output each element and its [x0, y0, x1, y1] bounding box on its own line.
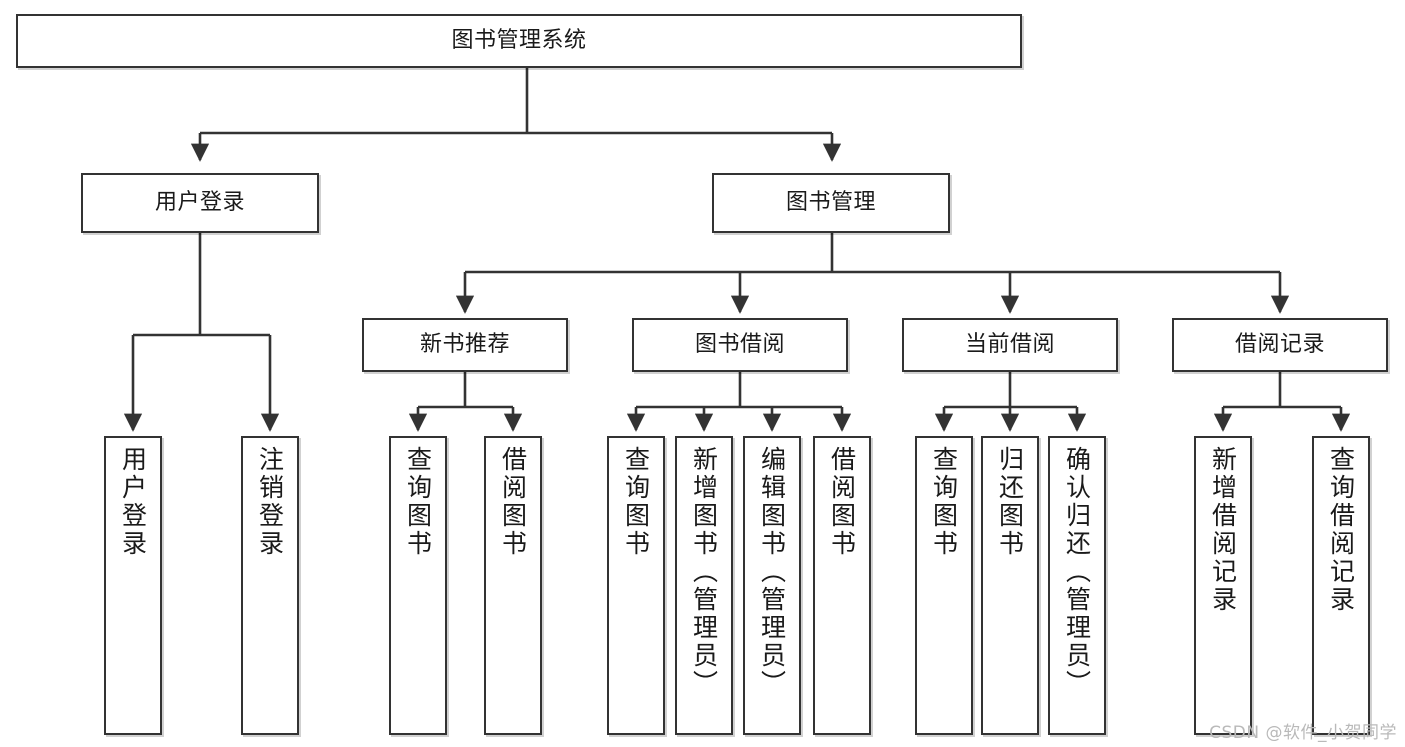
node-label: 借阅记录 [1234, 332, 1325, 358]
node-label: 查询图书 [621, 446, 651, 558]
leaf-current-return-book[interactable]: 归还图书 [981, 436, 1039, 735]
leaf-current-confirm-return[interactable]: 确认归还（管理员） [1048, 436, 1106, 735]
node-label: 借阅图书 [498, 446, 528, 558]
watermark-text: CSDN @软件_小贺同学 [1209, 723, 1397, 743]
leaf-current-query-book[interactable]: 查询图书 [915, 436, 973, 735]
leaf-borrow-edit-book[interactable]: 编辑图书（管理员） [743, 436, 801, 735]
node-new-book-recommend[interactable]: 新书推荐 [362, 318, 568, 372]
node-label: 借阅图书 [827, 446, 857, 558]
leaf-user-login-signin[interactable]: 用户登录 [104, 436, 162, 735]
leaf-record-add-record[interactable]: 新增借阅记录 [1194, 436, 1252, 735]
node-book-borrow[interactable]: 图书借阅 [632, 318, 848, 372]
leaf-user-login-signout[interactable]: 注销登录 [241, 436, 299, 735]
leaf-borrow-add-book[interactable]: 新增图书（管理员） [675, 436, 733, 735]
node-label: 当前借阅 [964, 332, 1055, 358]
leaf-recommend-query-book[interactable]: 查询图书 [389, 436, 447, 735]
node-root-system[interactable]: 图书管理系统 [16, 14, 1022, 68]
node-label: 图书管理 [785, 190, 876, 216]
node-label: 注销登录 [255, 446, 285, 558]
node-label: 用户登录 [118, 446, 148, 558]
leaf-borrow-query-book[interactable]: 查询图书 [607, 436, 665, 735]
node-label: 新增借阅记录 [1208, 446, 1238, 614]
node-book-management[interactable]: 图书管理 [712, 173, 950, 233]
node-user-login[interactable]: 用户登录 [81, 173, 319, 233]
leaf-recommend-borrow-book[interactable]: 借阅图书 [484, 436, 542, 735]
node-label: 归还图书 [995, 446, 1025, 558]
node-label: 查询借阅记录 [1326, 446, 1356, 614]
node-label: 新书推荐 [419, 332, 510, 358]
leaf-record-query-record[interactable]: 查询借阅记录 [1312, 436, 1370, 735]
leaf-borrow-borrow-book[interactable]: 借阅图书 [813, 436, 871, 735]
node-label: 新增图书（管理员） [689, 446, 719, 698]
node-label: 编辑图书（管理员） [757, 446, 787, 698]
node-label: 查询图书 [403, 446, 433, 558]
node-current-borrow[interactable]: 当前借阅 [902, 318, 1118, 372]
node-borrow-record[interactable]: 借阅记录 [1172, 318, 1388, 372]
node-label: 用户登录 [154, 190, 245, 216]
node-label: 确认归还（管理员） [1062, 446, 1092, 698]
node-label: 查询图书 [929, 446, 959, 558]
node-label: 图书借阅 [694, 332, 785, 358]
node-label: 图书管理系统 [451, 28, 587, 54]
